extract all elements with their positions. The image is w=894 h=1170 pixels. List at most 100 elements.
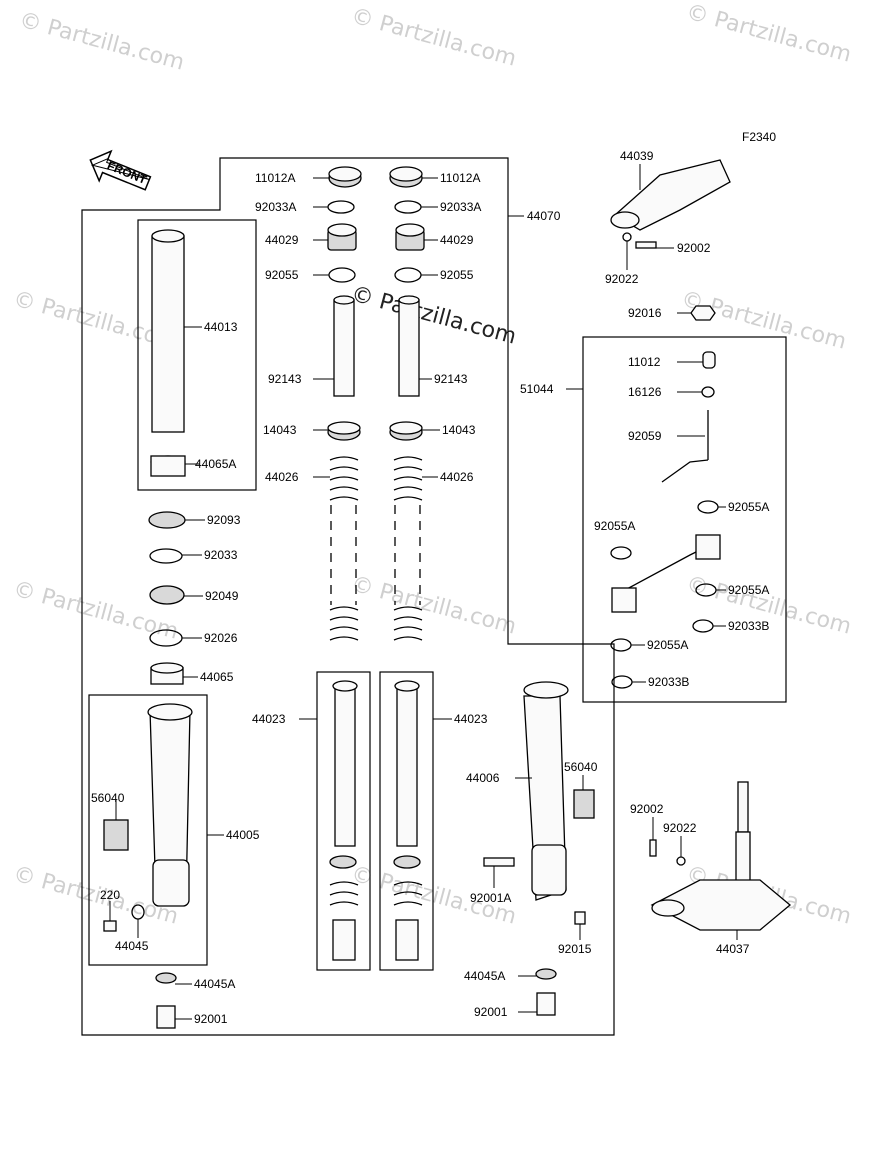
label-16126: 16126: [628, 385, 662, 399]
oring-92055-left: [328, 267, 356, 283]
frame-44023-left: [316, 671, 371, 971]
label-92001A: 92001A: [470, 891, 511, 905]
label-11012A-left: 11012A: [255, 171, 295, 185]
label-44026-left: 44026: [265, 470, 299, 484]
label-44045A-left: 44045A: [194, 977, 235, 991]
label-44045A-right: 44045A: [464, 969, 505, 983]
label-92143-right: 92143: [434, 372, 468, 386]
bolt-92002-top: [635, 241, 657, 249]
label-92022-bottom: 92022: [663, 821, 697, 835]
label-92143-left: 92143: [268, 372, 302, 386]
label-92049: 92049: [205, 589, 239, 603]
frame-44023-right: [379, 671, 434, 971]
label-92033B-1: 92033B: [728, 619, 769, 633]
cylinder-44023-left: [329, 680, 359, 961]
frame-44005: [88, 694, 208, 966]
watermark-center: © Partzilla.com: [348, 282, 518, 350]
clip-92033: [149, 548, 183, 564]
label-44026-right: 44026: [440, 470, 474, 484]
cylinder-44023-right: [393, 680, 423, 961]
label-11012: 11012: [628, 355, 661, 369]
label-92093: 92093: [207, 513, 241, 527]
label-92015: 92015: [558, 942, 592, 956]
cap-11012A-left: [328, 166, 362, 188]
label-44065: 44065: [200, 670, 234, 684]
steering-stem-44037: [650, 781, 792, 931]
label-220: 220: [100, 888, 120, 902]
cap-11012: [702, 351, 716, 369]
watermark: © Partzilla.com: [348, 572, 518, 640]
label-44037: 44037: [716, 942, 750, 956]
label-11012A-right: 11012A: [440, 171, 480, 185]
bolt-44029-right: [395, 223, 425, 251]
label-92033A-right: 92033A: [440, 200, 481, 214]
label-92055A-3: 92055A: [728, 583, 769, 597]
label-44029-left: 44029: [265, 233, 299, 247]
spacer-92143-right: [398, 295, 420, 397]
outer-tube-44006: [523, 681, 569, 901]
label-92016: 92016: [628, 306, 662, 320]
label-92055A-4: 92055A: [647, 638, 688, 652]
label-44039: 44039: [620, 149, 654, 163]
inner-tube-44013: [150, 229, 186, 477]
label-44045: 44045: [115, 939, 149, 953]
spacer-92143-left: [333, 295, 355, 397]
label-92055-right: 92055: [440, 268, 474, 282]
leader-lines: [109, 164, 738, 1020]
label-56040-right: [573, 789, 595, 819]
washer-92022-bottom: [676, 856, 686, 866]
bolt-92001-right: [536, 992, 556, 1016]
bracket-44039: [610, 159, 731, 231]
pipe-assembly: [611, 534, 721, 613]
nut-92015: [574, 911, 586, 925]
label-92055-left: 92055: [265, 268, 299, 282]
watermark: © Partzilla.com: [348, 4, 518, 72]
label-92026: 92026: [204, 631, 238, 645]
label-92033A-left: 92033A: [255, 200, 296, 214]
frame-44013: [137, 219, 257, 491]
label-44023-right: 44023: [454, 712, 488, 726]
oring-92055-right: [394, 267, 422, 283]
seat-14043-right: [389, 421, 423, 441]
label-92033B-2: 92033B: [648, 675, 689, 689]
label-44005: 44005: [226, 828, 260, 842]
seat-14043-left: [327, 421, 361, 441]
watermark: © Partzilla.com: [678, 287, 848, 355]
oring-92055A-1: [697, 500, 719, 514]
spring-44026-right: [393, 456, 423, 641]
seal-92093: [148, 511, 186, 529]
frame-51044: [582, 336, 787, 703]
bolt-44029-left: [327, 223, 357, 251]
label-92055A-1: 92055A: [728, 500, 769, 514]
assembly-frame-44070: [81, 157, 615, 1036]
label-92001-right: 92001: [474, 1005, 508, 1019]
nut-92016: [690, 305, 716, 321]
bolt-220: [103, 920, 117, 932]
oring-92055A-2: [610, 546, 632, 560]
label-14043-left: 14043: [263, 423, 297, 437]
label-56040-left: [103, 819, 129, 851]
label-92022-top: 92022: [605, 272, 639, 286]
clip-92033A-left: [327, 200, 355, 214]
label-92002-top: 92002: [677, 241, 711, 255]
label-92055A-2: 92055A: [594, 519, 635, 533]
label-51044: 51044: [520, 382, 554, 396]
clip-92033B-2: [611, 675, 633, 689]
label-44070: 44070: [527, 209, 561, 223]
label-44029-right: 44029: [440, 233, 474, 247]
spring-44026-left: [329, 456, 359, 641]
clip-92033B-1: [692, 619, 714, 633]
seal-92049: [149, 585, 185, 605]
figure-code: F2340: [742, 130, 776, 144]
washer-92022-top: [622, 232, 632, 242]
label-92059: 92059: [628, 429, 662, 443]
watermark: © Partzilla.com: [683, 0, 853, 68]
hose-92059: [661, 410, 709, 483]
label-56040-right: 56040: [564, 760, 598, 774]
label-14043-right: 14043: [442, 423, 476, 437]
bolt-92001-left: [156, 1005, 176, 1029]
cap-11012A-right: [389, 166, 423, 188]
watermark: © Partzilla.com: [10, 577, 180, 645]
watermark: © Partzilla.com: [16, 8, 186, 76]
